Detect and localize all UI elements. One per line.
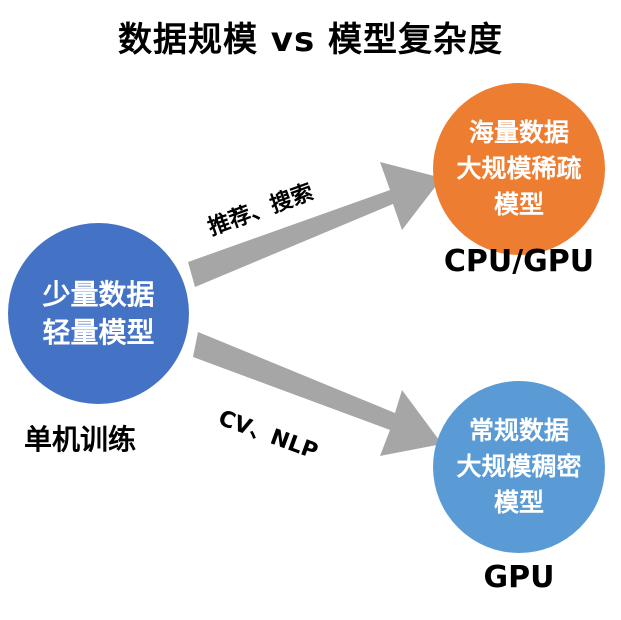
node-sparse-line: 大规模稀疏 (456, 154, 582, 183)
caption-single-machine: 单机训练 (24, 423, 137, 456)
node-dense-line: 模型 (493, 488, 544, 517)
node-small-data: 少量数据 轻量模型 (8, 223, 189, 404)
caption-cpu-gpu: CPU/GPU (443, 244, 595, 279)
diagram-title: 数据规模 vs 模型复杂度 (117, 20, 504, 60)
node-sparse-line: 模型 (493, 190, 544, 219)
node-small-line: 少量数据 (42, 277, 155, 311)
node-large-dense: 常规数据 大规模稠密 模型 (433, 381, 605, 553)
node-sparse-line: 海量数据 (468, 118, 569, 147)
node-dense-line: 常规数据 (468, 416, 569, 445)
caption-gpu: GPU (483, 560, 555, 595)
node-large-sparse: 海量数据 大规模稀疏 模型 (433, 83, 605, 255)
node-small-line: 轻量模型 (42, 315, 155, 349)
node-dense-line: 大规模稠密 (456, 452, 582, 481)
arrow-to-dense (193, 332, 442, 456)
arrow-to-sparse (188, 162, 442, 287)
